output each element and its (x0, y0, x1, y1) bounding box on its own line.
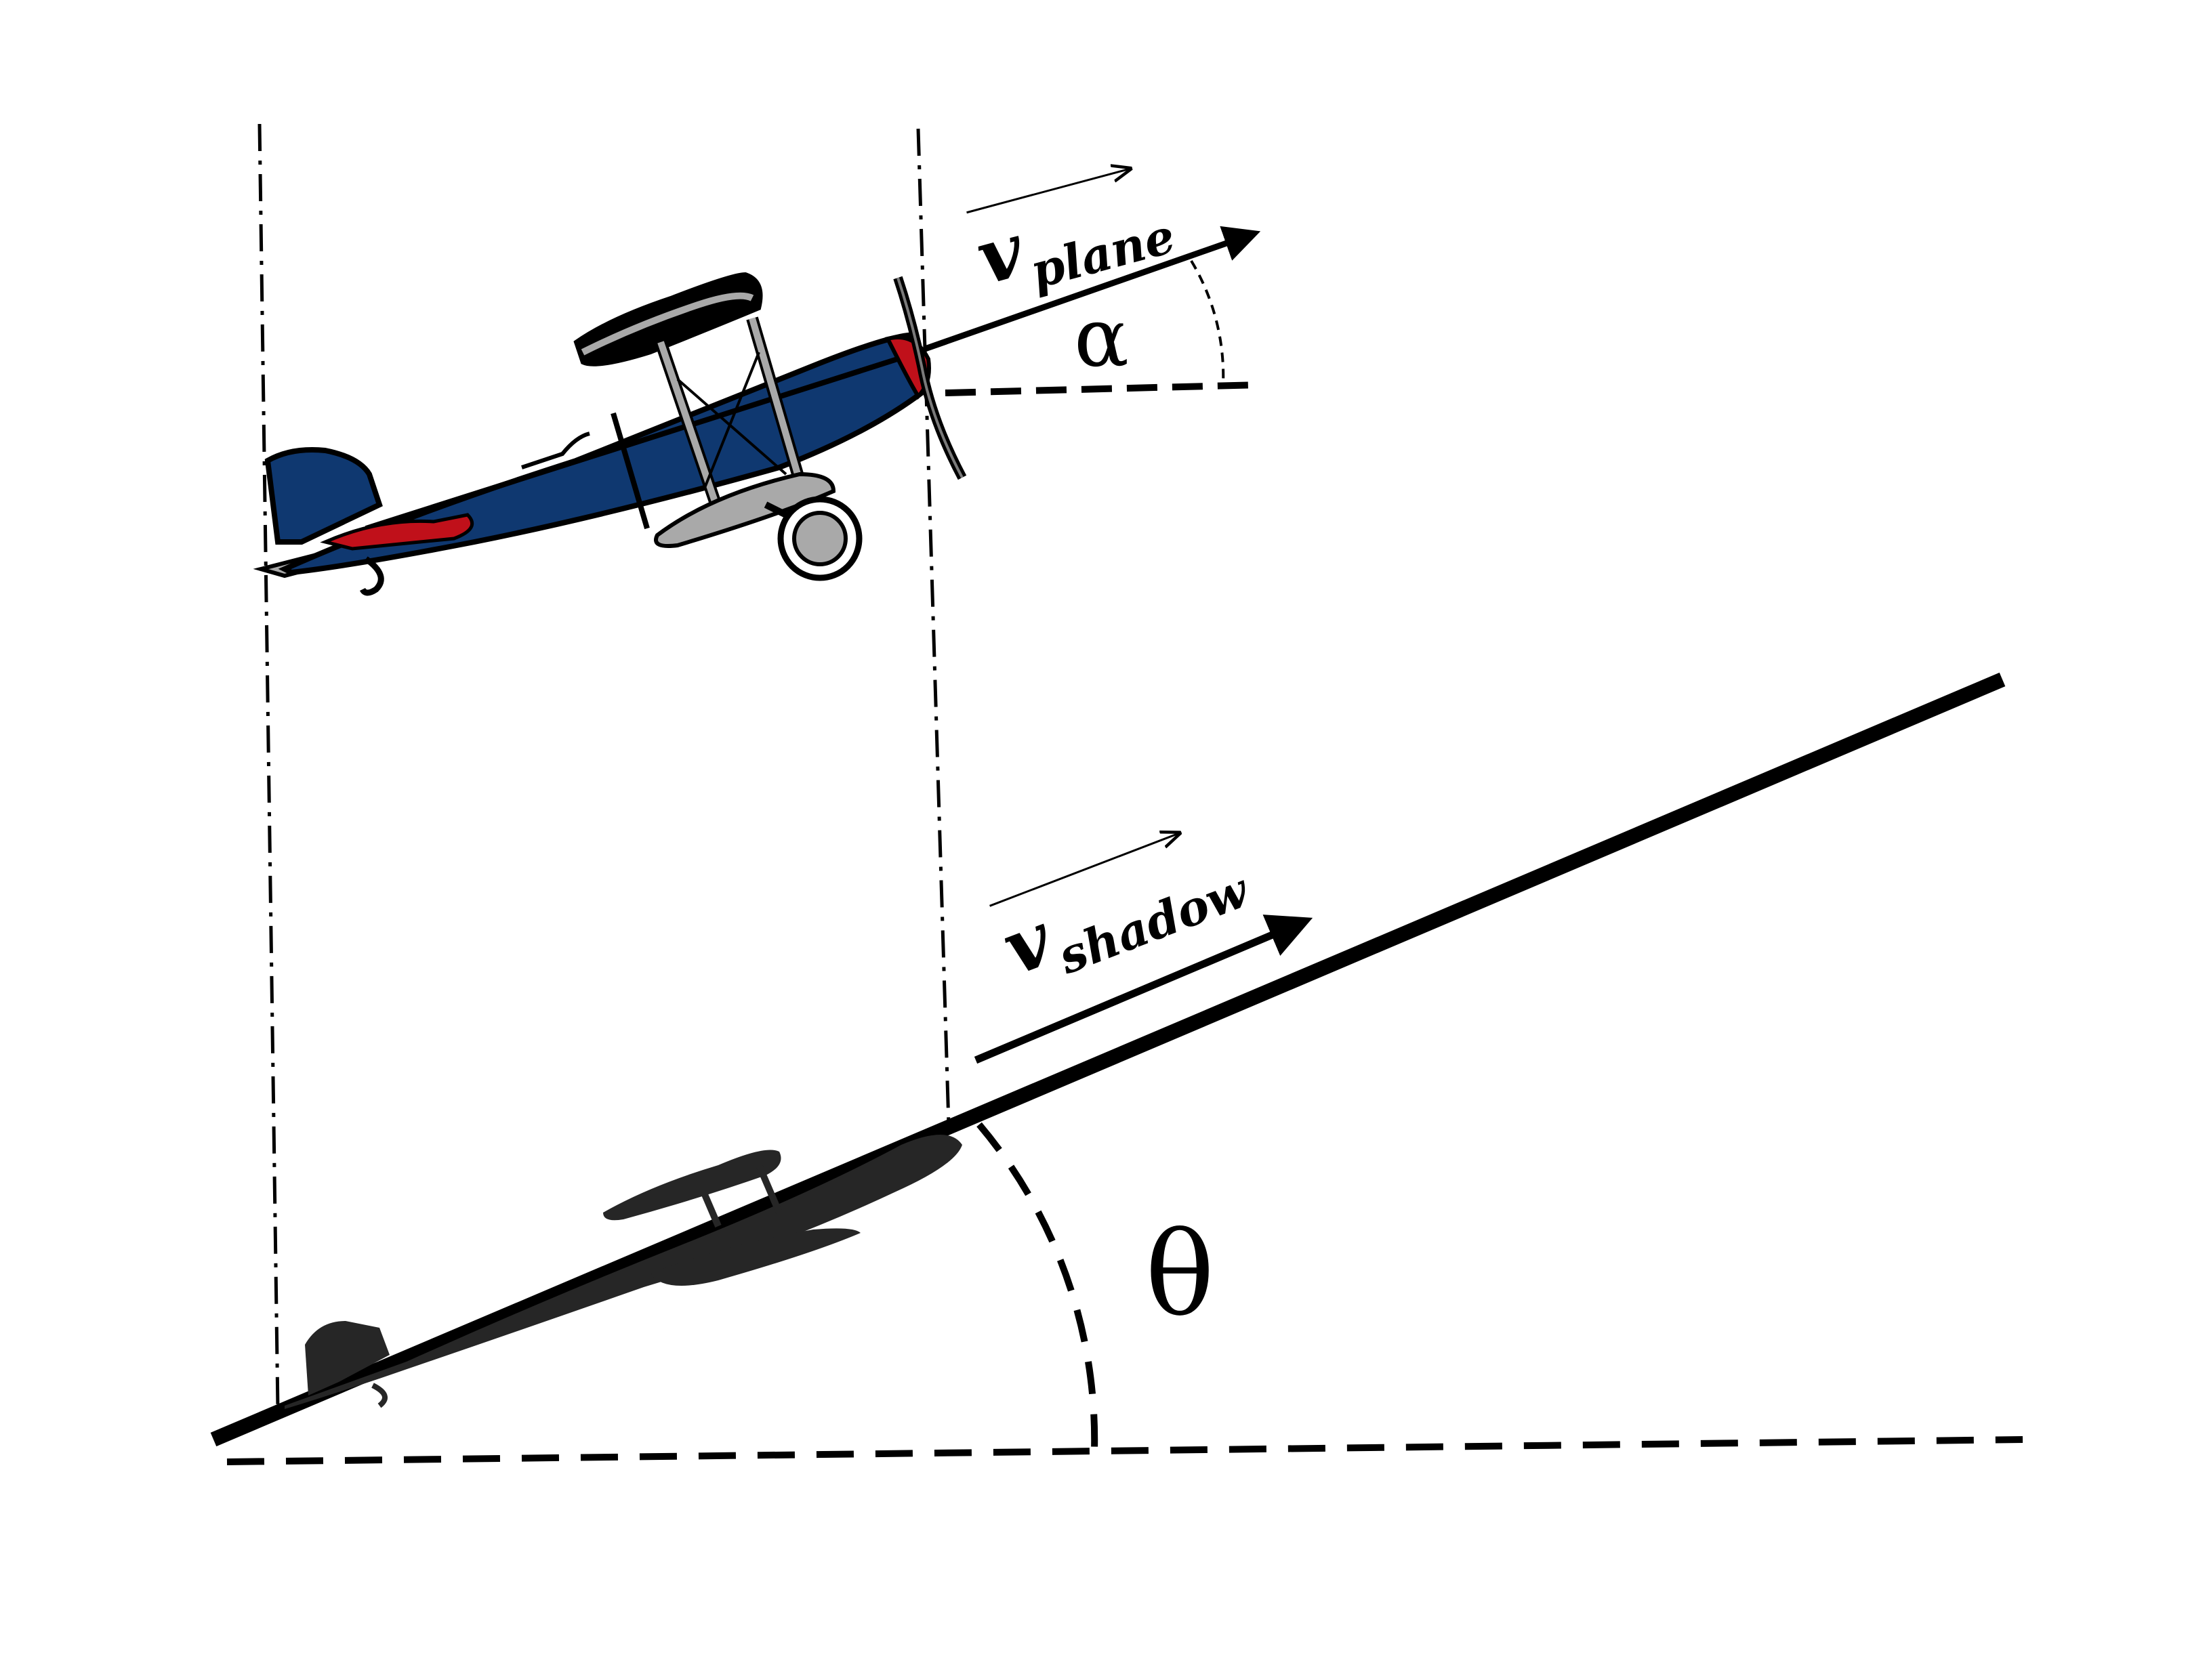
v-plane-symbol: v (968, 206, 1033, 301)
v-shadow-subscript: shadow (1050, 861, 1257, 985)
v-plane-vector-bar (966, 169, 1130, 214)
v-shadow-symbol: v (991, 895, 1064, 992)
projection-line-nose (916, 128, 951, 1125)
v-plane-label: v plane (966, 163, 1180, 301)
v-shadow-label: v shadow (989, 818, 1257, 992)
biplane-shadow-icon (285, 1135, 962, 1409)
v-shadow-vector-bar (989, 833, 1180, 907)
alpha-reference-line (945, 381, 1261, 396)
horizontal-reference-line (226, 1436, 2023, 1465)
alpha-angle-arc (1190, 259, 1225, 385)
projection-line-tail (257, 123, 280, 1410)
alpha-label: α (1074, 291, 1129, 385)
v-shadow-arrow (974, 915, 1313, 1064)
inclined-ground-line (210, 672, 2006, 1447)
theta-angle-arc (976, 1122, 1098, 1452)
biplane-icon (253, 272, 967, 596)
v-plane-arrow (924, 226, 1261, 352)
theta-label: θ (1145, 1208, 1214, 1342)
